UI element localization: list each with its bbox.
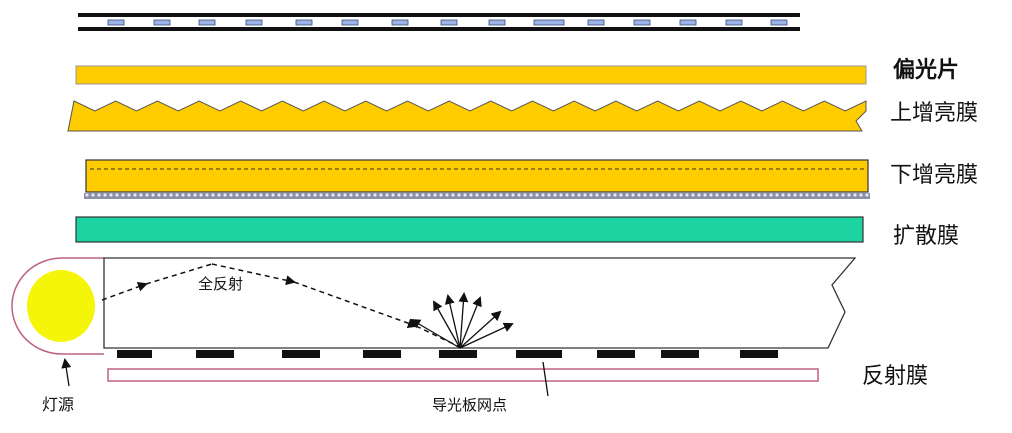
guide-dot: [363, 350, 401, 358]
total-reflection-light-path: [101, 263, 463, 349]
lower-brightness-film-group: [84, 159, 870, 199]
scatter-ray: [410, 318, 461, 349]
bead-layer: [84, 193, 870, 199]
reflector-film-label: 反射膜: [862, 364, 929, 389]
guide-dot: [196, 350, 234, 358]
light-guide-dots: [117, 350, 778, 358]
liquid-crystal-cells: [107, 19, 788, 26]
scattered-light-rays: [410, 292, 514, 349]
lc-cell: [198, 19, 216, 26]
diffuser-film-label: 扩散膜: [893, 224, 960, 249]
lc-cell: [679, 19, 697, 26]
polarizer-glass-stack: [78, 13, 800, 31]
polarizer-label: 偏光片: [893, 58, 960, 83]
reflector-film: [107, 368, 819, 382]
lc-cell: [633, 19, 651, 26]
light-ray-segment-4: [293, 281, 418, 328]
guide-dot: [516, 350, 562, 358]
lc-cell: [341, 19, 359, 26]
light-guide-plate: [103, 257, 857, 349]
total-reflection-label: 全反射: [198, 275, 244, 293]
scatter-ray: [459, 296, 482, 349]
light-ray-segment-2: [145, 263, 213, 285]
lc-cell: [488, 19, 506, 26]
scatter-ray: [458, 292, 469, 349]
scatter-ray: [433, 300, 461, 349]
lc-cell: [587, 19, 605, 26]
light-ray-segment-1: [101, 282, 148, 301]
light-guide-dots-pointer: [542, 361, 549, 397]
lc-cell: [245, 19, 263, 26]
guide-dot: [661, 350, 699, 358]
guide-dot: [439, 350, 477, 358]
lower-brightness-film: [85, 159, 869, 193]
guide-dot: [117, 350, 152, 358]
lc-cell: [440, 19, 458, 26]
lc-cell: [770, 19, 788, 26]
lc-cell: [107, 19, 125, 26]
scatter-ray: [444, 294, 461, 349]
light-source-label: 灯源: [42, 395, 75, 414]
lc-cell: [391, 19, 409, 26]
lower-brightness-film-label: 下增亮膜: [890, 163, 979, 188]
lc-cell: [725, 19, 743, 26]
guide-dot: [740, 350, 778, 358]
upper-brightness-film: [67, 100, 867, 132]
lc-cell: [153, 19, 171, 26]
bottom-glass-line: [78, 27, 800, 31]
scatter-ray: [459, 322, 514, 349]
guide-dot: [282, 350, 320, 358]
guide-dot: [597, 350, 635, 358]
light-source-lamp: [27, 270, 95, 342]
polarizer-film: [75, 65, 867, 85]
lc-cell: [533, 19, 565, 26]
light-guide-dots-label: 导光板网点: [432, 396, 508, 414]
top-glass-line: [78, 13, 800, 17]
light-source-pointer: [61, 358, 72, 387]
diffuser-film: [75, 216, 864, 243]
lc-cell: [295, 19, 313, 26]
scatter-ray: [459, 310, 502, 349]
lamp-housing: [11, 257, 104, 355]
upper-brightness-film-label: 上增亮膜: [890, 101, 979, 126]
light-ray-segment-3: [211, 263, 296, 286]
